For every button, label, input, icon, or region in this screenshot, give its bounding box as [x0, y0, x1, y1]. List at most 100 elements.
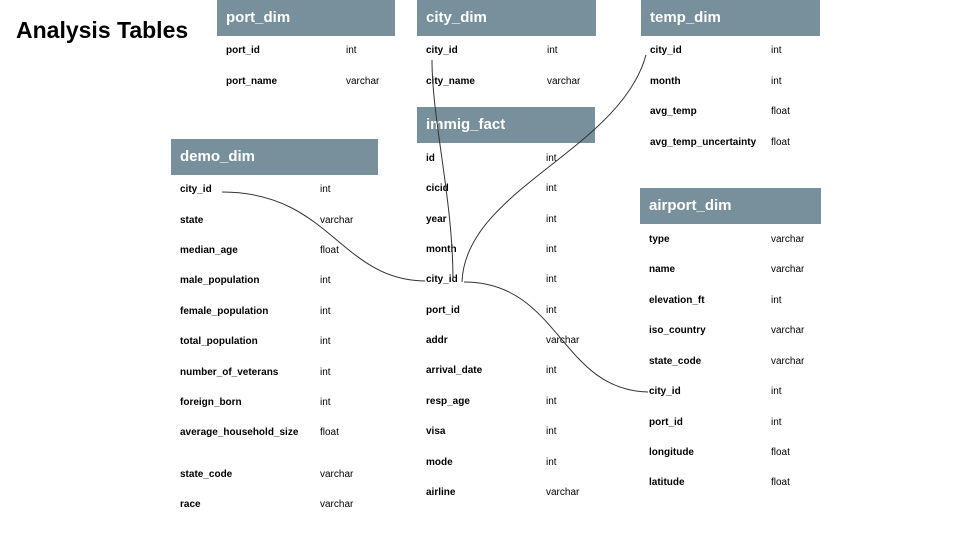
field-row: female_population int — [171, 304, 378, 320]
field-row: total_population int — [171, 334, 378, 350]
field-type: varchar — [320, 499, 354, 510]
field-row: visa int — [417, 424, 595, 440]
table-airport-dim[interactable]: airport_dim type varchar name varchar el… — [640, 188, 821, 498]
field-row: year int — [417, 212, 595, 228]
field-type: int — [771, 386, 782, 397]
field-row: port_name varchar — [217, 74, 395, 90]
field-type: varchar — [546, 335, 580, 346]
field-row: month int — [641, 74, 820, 90]
field-type: int — [320, 184, 331, 195]
field-type: int — [546, 274, 557, 285]
field-name: state_code — [180, 469, 233, 480]
field-type: int — [320, 397, 331, 408]
field-row: avg_temp float — [641, 104, 820, 120]
field-name: total_population — [180, 336, 258, 347]
field-name: race — [180, 499, 201, 510]
field-row: month int — [417, 242, 595, 258]
field-row: elevation_ft int — [640, 293, 821, 309]
field-type: float — [771, 106, 790, 117]
field-name: cicid — [426, 183, 449, 194]
table-port-dim[interactable]: port_dim port_id int port_name varchar — [217, 0, 395, 100]
field-type: int — [546, 365, 557, 376]
field-type: varchar — [771, 264, 805, 275]
field-type: int — [546, 153, 557, 164]
field-row: arrival_date int — [417, 363, 595, 379]
field-type: varchar — [346, 76, 380, 87]
field-name: female_population — [180, 306, 269, 317]
field-type: int — [546, 183, 557, 194]
field-row: port_id int — [417, 303, 595, 319]
field-name: state — [180, 215, 204, 226]
field-type: int — [320, 367, 331, 378]
field-name: avg_temp — [650, 106, 697, 117]
field-row: city_id int — [417, 272, 595, 288]
field-name: longitude — [649, 447, 694, 458]
field-name: foreign_born — [180, 397, 242, 408]
field-type: int — [546, 214, 557, 225]
field-name: number_of_veterans — [180, 367, 279, 378]
field-row: addr varchar — [417, 333, 595, 349]
field-name: type — [649, 234, 670, 245]
table-immig-fact[interactable]: immig_fact id int cicid int year int mon… — [417, 107, 595, 507]
field-type: varchar — [546, 487, 580, 498]
field-name: average_household_size — [180, 427, 299, 438]
field-row: iso_country varchar — [640, 323, 821, 339]
table-demo-dim[interactable]: demo_dim city_id int state varchar media… — [171, 139, 378, 519]
field-type: varchar — [771, 325, 805, 336]
field-row: city_name varchar — [417, 74, 596, 90]
table-header: temp_dim — [641, 0, 820, 36]
field-row: average_household_size float — [171, 425, 378, 441]
field-name: port_id — [426, 305, 460, 316]
field-row: state_code varchar — [171, 467, 378, 483]
field-row: airline varchar — [417, 485, 595, 501]
field-name: port_id — [649, 417, 683, 428]
field-name: latitude — [649, 477, 685, 488]
field-type: float — [320, 245, 339, 256]
field-row: median_age float — [171, 243, 378, 259]
field-type: int — [320, 336, 331, 347]
field-row: state varchar — [171, 213, 378, 229]
field-type: varchar — [320, 469, 354, 480]
table-temp-dim[interactable]: temp_dim city_id int month int avg_temp … — [641, 0, 820, 160]
field-name: month — [650, 76, 681, 87]
field-name: port_id — [226, 45, 260, 56]
field-type: int — [771, 76, 782, 87]
field-name: elevation_ft — [649, 295, 705, 306]
field-type: varchar — [320, 215, 354, 226]
field-type: int — [771, 295, 782, 306]
field-type: int — [771, 45, 782, 56]
field-row: resp_age int — [417, 394, 595, 410]
field-name: port_name — [226, 76, 278, 87]
field-name: city_name — [426, 76, 475, 87]
field-type: float — [771, 447, 790, 458]
field-name: year — [426, 214, 447, 225]
field-row: name varchar — [640, 262, 821, 278]
field-row: number_of_veterans int — [171, 365, 378, 381]
field-row: city_id int — [641, 43, 820, 59]
field-row: city_id int — [640, 384, 821, 400]
field-name: city_id — [180, 184, 212, 195]
field-type: int — [320, 275, 331, 286]
table-city-dim[interactable]: city_dim city_id int city_name varchar — [417, 0, 596, 100]
field-row: port_id int — [217, 43, 395, 59]
field-type: int — [546, 457, 557, 468]
field-name: visa — [426, 426, 446, 437]
field-row: avg_temp_uncertainty float — [641, 135, 820, 151]
field-type: int — [771, 417, 782, 428]
field-name: state_code — [649, 356, 702, 367]
field-type: int — [546, 396, 557, 407]
field-type: varchar — [547, 76, 581, 87]
table-header: immig_fact — [417, 107, 595, 143]
field-row: port_id int — [640, 415, 821, 431]
field-name: male_population — [180, 275, 260, 286]
page-title: Analysis Tables — [16, 17, 189, 43]
field-name: month — [426, 244, 457, 255]
field-type: float — [771, 137, 790, 148]
field-row: foreign_born int — [171, 395, 378, 411]
field-name: name — [649, 264, 676, 275]
field-type: int — [546, 305, 557, 316]
field-type: float — [320, 427, 339, 438]
field-name: city_id — [426, 45, 458, 56]
field-row: city_id int — [417, 43, 596, 59]
table-header: city_dim — [417, 0, 596, 36]
